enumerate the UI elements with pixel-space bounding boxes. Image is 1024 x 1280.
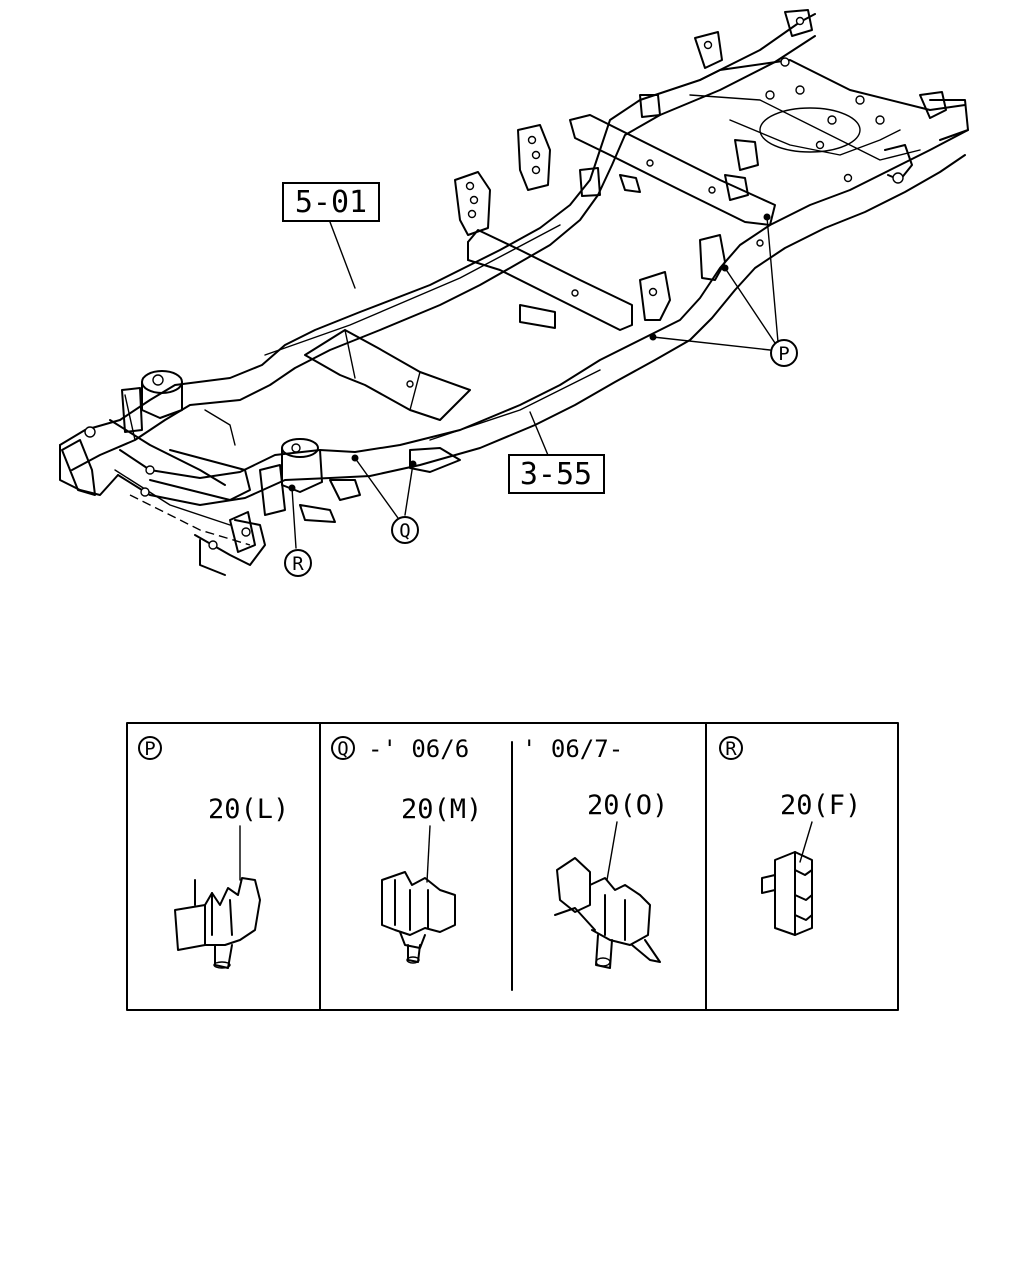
clip-cell-r: R 20(F) <box>719 736 861 936</box>
marker-p-diagram: P <box>770 339 798 367</box>
marker-p-diagram-label: P <box>778 343 789 365</box>
clip-20o-icon <box>554 857 661 969</box>
callout-5-01[interactable]: 5-01 <box>282 182 380 222</box>
marker-r-diagram-label: R <box>292 553 304 575</box>
marker-q-diagram: Q <box>391 516 419 544</box>
clip-cell-r-marker: R <box>725 738 737 760</box>
clip-20f-icon <box>761 851 813 936</box>
clip-20m-icon <box>381 871 456 964</box>
part-number-20l[interactable]: 20(L) <box>208 794 289 825</box>
clip-cell-p: P 20(L) <box>138 736 289 969</box>
clip-cell-late: ' 06/7- 20(O) <box>522 735 668 969</box>
marker-q-diagram-label: Q <box>399 520 410 542</box>
callout-5-01-label: 5-01 <box>295 185 367 220</box>
part-number-20f[interactable]: 20(F) <box>780 790 861 821</box>
callout-3-55-label: 3-55 <box>520 457 592 492</box>
leader-lines <box>291 216 779 549</box>
clip-table: P 20(L) Q -' 06/6 20(M) <box>126 722 899 1011</box>
part-number-20m[interactable]: 20(M) <box>401 794 482 825</box>
clip-cell-q-period: -' 06/6 <box>368 735 469 763</box>
clip-cell-late-period: ' 06/7- <box>522 735 623 763</box>
marker-r-diagram: R <box>284 549 312 577</box>
callout-3-55[interactable]: 3-55 <box>508 454 605 494</box>
clip-cell-p-marker: P <box>144 738 155 760</box>
clip-20l-icon <box>174 877 261 969</box>
clip-cell-q-marker: Q <box>337 738 348 760</box>
part-number-20o[interactable]: 20(O) <box>587 790 668 821</box>
clip-cell-q: Q -' 06/6 20(M) <box>331 735 482 964</box>
